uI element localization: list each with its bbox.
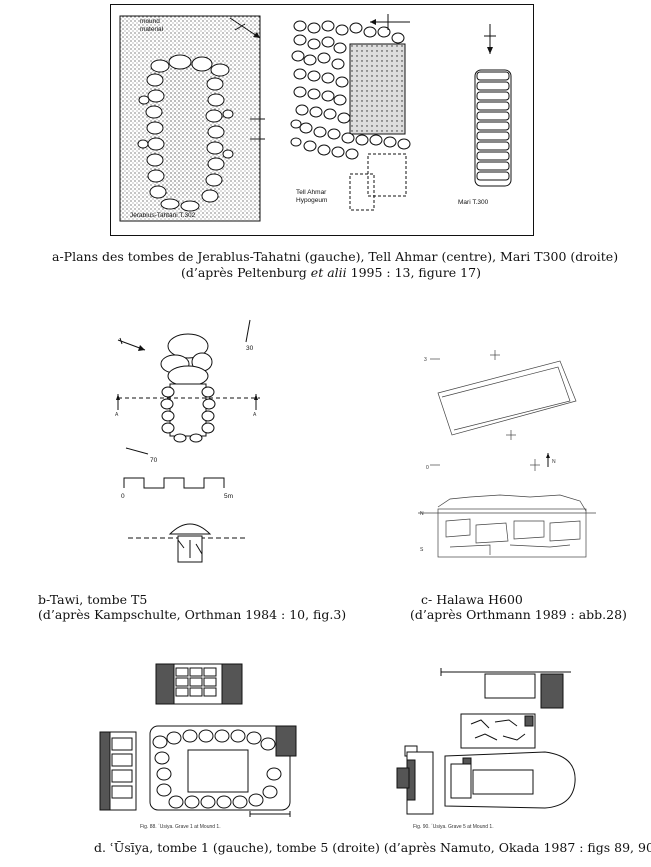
tawi-t5-section — [128, 523, 248, 563]
caption-c-line1: c- Halawa H600 — [421, 592, 523, 607]
label-t302: Jerablus-Tahtani T.302 — [130, 212, 196, 219]
figure-d-left-drawing: Fig. 88. ʿUsiya. Grave 1 at Mound 1. — [99, 663, 297, 830]
mari-t300-plan — [474, 24, 512, 187]
label-mound: mound — [140, 18, 160, 25]
label-material: material — [140, 26, 164, 33]
scale-end: 5m — [224, 493, 233, 500]
svg-text:3: 3 — [424, 357, 427, 363]
svg-text:0: 0 — [426, 465, 429, 471]
figure-c-drawing: 3 0 N N S — [418, 350, 596, 558]
figure-a-frame — [110, 4, 534, 236]
tell-ahmar-plan — [290, 14, 411, 211]
caption-c-line2: (d’après Orthmann 1989 : abb.28) — [410, 607, 627, 622]
caption-a-line2-before: (d’après Peltenburg — [181, 265, 311, 280]
label-mari: Mari T.300 — [458, 199, 489, 206]
fig-88-label: Fig. 88. ʿUsiya. Grave 1 at Mound 1. — [140, 823, 221, 830]
caption-a-line1: a-Plans des tombes de Jerablus-Tahatni (… — [52, 249, 619, 264]
figure-b-drawing: 30 A A 70 0 5m — [115, 319, 260, 563]
usiya-tomb5-plan — [396, 745, 576, 815]
svg-text:A: A — [115, 412, 119, 418]
caption-b-line2: (d’après Kampschulte, Orthman 1984 : 10,… — [38, 607, 347, 622]
halawa-h600-plan: 3 — [424, 350, 577, 440]
svg-text:N: N — [552, 459, 556, 465]
label-70: 70 — [150, 457, 158, 464]
figure-a-drawing: mound material Jerablus-Tahtani T.302 — [119, 14, 512, 222]
caption-b-line1: b-Tawi, tombe T5 — [38, 592, 148, 607]
svg-text:S: S — [420, 547, 424, 553]
usiya-tomb1-top-view — [155, 663, 243, 705]
scale-bar — [123, 477, 225, 489]
halawa-h600-section: N S — [418, 494, 596, 558]
jerablus-t302-plan — [119, 15, 265, 222]
label-tell-ahmar: Tell Ahmar — [296, 189, 327, 196]
figure-d-right-drawing: Fig. 90. ʿUsiya. Grave 5 at Mound 1. — [396, 668, 576, 830]
fig-90-label: Fig. 90. ʿUsiya. Grave 5 at Mound 1. — [413, 823, 494, 830]
caption-a-line2-after: 1995 : 13, figure 17) — [346, 265, 481, 280]
label-hypogeum: Hypogeum — [296, 197, 327, 204]
tawi-t5-plan — [160, 333, 216, 443]
svg-text:N: N — [420, 511, 424, 517]
usiya-tomb1-plan — [99, 725, 297, 811]
usiya-tomb5-section — [440, 668, 571, 709]
caption-d: d. ʿŪsīya, tombe 1 (gauche), tombe 5 (dr… — [94, 840, 651, 855]
scale-start: 0 — [121, 493, 125, 500]
caption-a-line2: (d’après Peltenburg et alii 1995 : 13, f… — [181, 265, 481, 281]
usiya-tomb5-burial — [460, 713, 536, 749]
svg-text:A: A — [253, 412, 257, 418]
label-30: 30 — [246, 345, 254, 352]
caption-a-line2-italic: et alii — [310, 265, 347, 280]
